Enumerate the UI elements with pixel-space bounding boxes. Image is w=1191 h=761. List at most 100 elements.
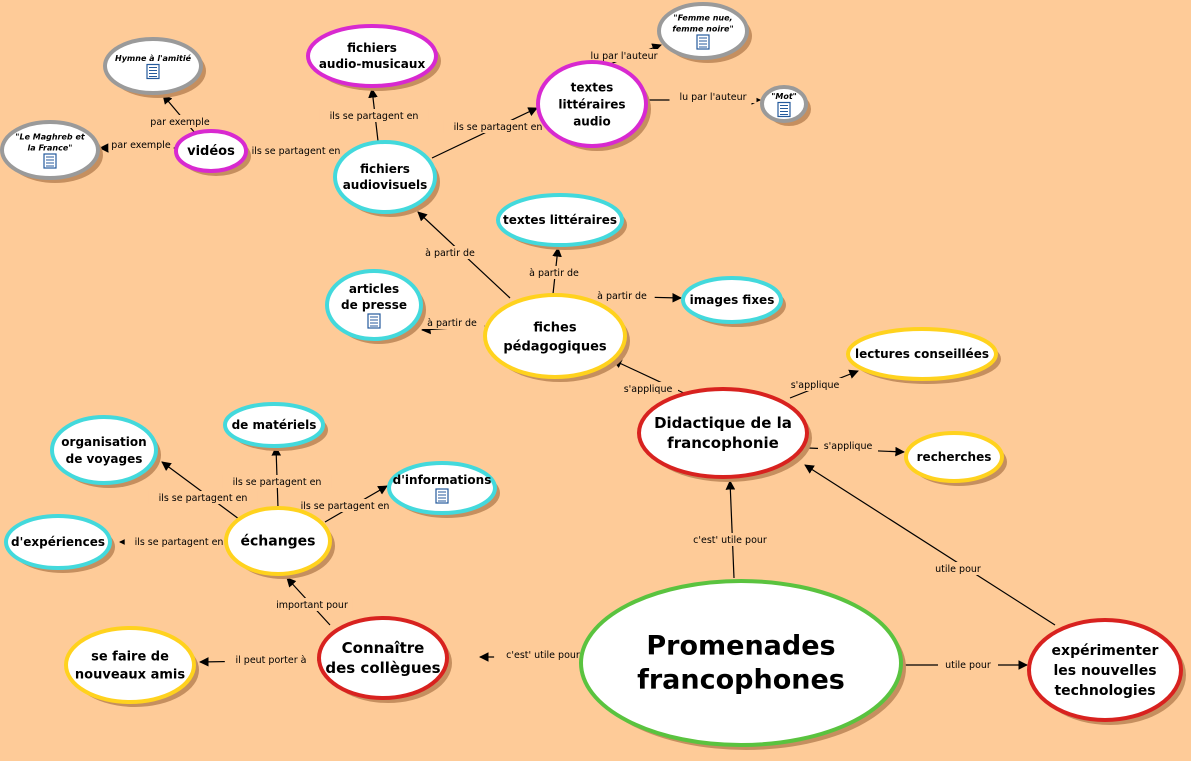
node-images-fixes[interactable]: images fixes <box>681 276 786 327</box>
node-textes-litt[interactable]: textes littéraires <box>496 193 627 250</box>
link-label-bg <box>928 562 988 575</box>
link-echanges-experiences: ils se partagent en <box>119 535 234 548</box>
document-icon[interactable] <box>43 153 57 169</box>
link-label: s'applique <box>791 380 840 391</box>
node-label: textes <box>571 80 614 94</box>
link-label: ils se partagent en <box>301 501 390 512</box>
node-materiels[interactable]: de matériels <box>223 402 328 451</box>
node-ellipse <box>846 327 998 381</box>
node-label: pédagogiques <box>503 339 607 354</box>
node-label: technologies <box>1054 683 1155 699</box>
link-echanges-informations: ils se partagent en <box>290 485 400 523</box>
document-icon[interactable] <box>367 313 381 329</box>
link-fiches-articles: à partir de <box>419 316 486 335</box>
node-label: images fixes <box>690 293 775 307</box>
node-recherches[interactable]: recherches <box>904 431 1007 486</box>
link-label: ils se partagent en <box>233 477 322 488</box>
node-label: Hymne à l'amitié <box>115 53 192 63</box>
link-audiovisuels-audio-musicaux: ils se partagent en <box>319 88 429 142</box>
link-promenades-connaitre: c'est' utile pour <box>479 648 592 662</box>
link-textes-audio-mot: lu par l'auteur <box>648 90 761 105</box>
link-textes-audio-femme: lu par l'auteur <box>580 43 668 65</box>
document-icon[interactable] <box>435 488 449 504</box>
node-ellipse <box>4 514 112 570</box>
node-ellipse <box>0 120 100 180</box>
link-label-bg <box>494 648 592 661</box>
link-label: ils se partagent en <box>252 146 341 157</box>
link-label: s'applique <box>624 384 673 395</box>
node-echanges[interactable]: échanges <box>224 506 335 579</box>
node-ellipse <box>536 60 648 148</box>
link-label-bg <box>785 378 845 391</box>
link-label: s'applique <box>824 441 873 452</box>
node-experiences[interactable]: d'expériences <box>4 514 115 573</box>
node-label: de matériels <box>232 418 317 432</box>
link-connaitre-se-faire: il peut porter à <box>199 653 320 667</box>
node-hymne[interactable]: Hymne à l'amitié <box>103 37 206 98</box>
node-ellipse <box>637 387 809 479</box>
link-label: utile pour <box>945 660 991 671</box>
link-label-bg <box>618 382 678 395</box>
link-label: c'est' utile pour <box>693 535 767 546</box>
node-label: de voyages <box>66 452 143 466</box>
node-ellipse <box>64 626 196 704</box>
link-audiovisuels-textes-audio: ils se partagent en <box>431 107 553 159</box>
node-label: femme noire" <box>672 24 733 33</box>
node-ellipse <box>174 129 248 173</box>
node-ellipse <box>325 269 423 341</box>
node-ellipse <box>224 506 332 576</box>
node-label: nouveaux amis <box>75 668 185 683</box>
node-ellipse <box>306 24 438 88</box>
link-label: il peut porter à <box>235 655 306 666</box>
link-label: ils se partagent en <box>330 111 419 122</box>
node-label: textes littéraires <box>503 213 617 227</box>
node-videos[interactable]: vidéos <box>174 129 251 176</box>
link-connaitre-echanges: important pour <box>271 577 353 626</box>
node-ellipse <box>1027 618 1183 722</box>
link-label-bg <box>319 109 429 122</box>
document-icon[interactable] <box>146 63 160 80</box>
link-label-bg <box>818 439 878 452</box>
node-label: la France" <box>28 143 73 152</box>
node-ellipse <box>317 616 449 700</box>
node-femme[interactable]: "Femme nue, femme noire" <box>657 2 752 63</box>
node-label: échanges <box>240 534 315 550</box>
link-didactique-lectures: s'applique <box>785 369 859 399</box>
link-label: lu par l'auteur <box>590 51 657 62</box>
node-label: audio-musicaux <box>319 57 426 71</box>
node-label: "Mot" <box>771 92 797 101</box>
node-label: les nouvelles <box>1053 663 1156 679</box>
links-layer: c'est' utile pour c'est' utile pour utile … <box>99 43 1056 671</box>
node-label: francophonie <box>667 434 779 452</box>
node-lectures[interactable]: lectures conseillées <box>846 327 1001 384</box>
node-ellipse <box>681 276 783 324</box>
node-informations[interactable]: d'informations <box>387 461 500 518</box>
node-label: "Femme nue, <box>673 13 732 22</box>
link-label-bg <box>521 266 587 279</box>
document-icon[interactable] <box>777 101 791 118</box>
node-mot[interactable]: "Mot" <box>760 85 811 126</box>
link-videos-maghreb: par exemple <box>99 138 176 153</box>
link-label: important pour <box>276 600 348 611</box>
document-icon[interactable] <box>696 34 710 50</box>
link-label-bg <box>124 535 234 548</box>
link-echanges-materiels: ils se partagent en <box>222 446 332 509</box>
node-ellipse <box>333 140 437 214</box>
link-fiches-audiovisuels: à partir de <box>417 211 511 299</box>
node-ellipse <box>657 2 749 60</box>
link-promenades-experimenter: utile pour <box>902 658 1028 671</box>
link-label: à partir de <box>425 248 475 259</box>
